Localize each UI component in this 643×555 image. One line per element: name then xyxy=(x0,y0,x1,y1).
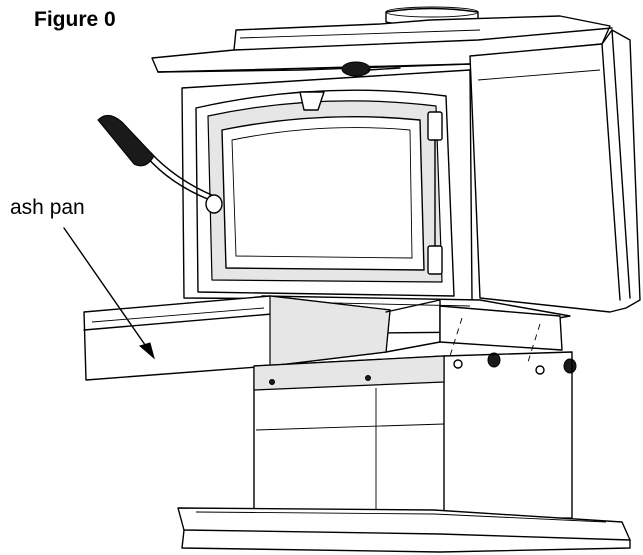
door-handle-icon xyxy=(97,115,223,214)
mounting-bolt-icon xyxy=(453,352,577,375)
stove-side-panel xyxy=(469,29,641,313)
pedestal-column xyxy=(253,351,573,521)
figure-title: Figure 0 xyxy=(34,8,116,31)
base-plate xyxy=(177,507,631,553)
rear-bracket xyxy=(439,305,563,363)
top-plate xyxy=(151,15,613,73)
ash-pan-label: ash pan xyxy=(10,196,85,219)
top-handle-icon xyxy=(341,61,401,77)
ash-pan-drawer xyxy=(83,295,441,381)
ash-pan-arrow xyxy=(63,227,155,360)
stove-front xyxy=(181,69,473,301)
